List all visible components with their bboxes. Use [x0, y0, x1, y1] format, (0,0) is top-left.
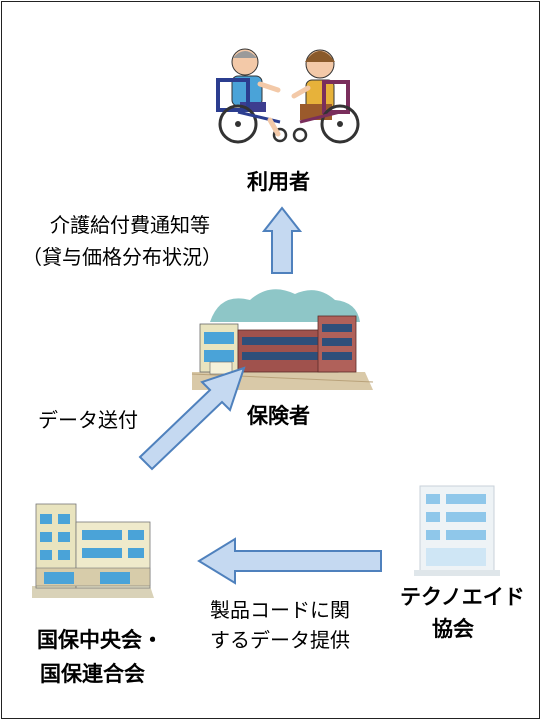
wheelchair-users-illustration — [200, 40, 370, 145]
technoaid-to-kokuho-label-line1: 製品コードに関 — [210, 598, 350, 622]
insurer-label: 保険者 — [247, 404, 310, 428]
arrow-technoaid-to-kokuho — [195, 535, 385, 587]
kokuho-building-illustration — [30, 498, 155, 600]
kokuho-to-insurer-label: データ送付 — [38, 408, 138, 432]
technoaid-label-line2: 協会 — [432, 617, 474, 641]
user-label: 利用者 — [247, 170, 310, 194]
technoaid-to-kokuho-label-line2: するデータ提供 — [210, 628, 350, 652]
technoaid-building-illustration — [412, 478, 502, 578]
insurer-to-user-label-line2: （貸与価格分布状況） — [22, 245, 222, 269]
arrow-insurer-to-user — [262, 205, 302, 275]
kokuho-label-line2: 国保連合会 — [40, 662, 145, 686]
kokuho-label-line1: 国保中央会・ — [37, 628, 163, 652]
arrow-kokuho-to-insurer — [132, 362, 252, 477]
technoaid-label-line1: テクノエイド — [400, 585, 525, 609]
insurer-to-user-label-line1: 介護給付費通知等 — [50, 213, 210, 237]
